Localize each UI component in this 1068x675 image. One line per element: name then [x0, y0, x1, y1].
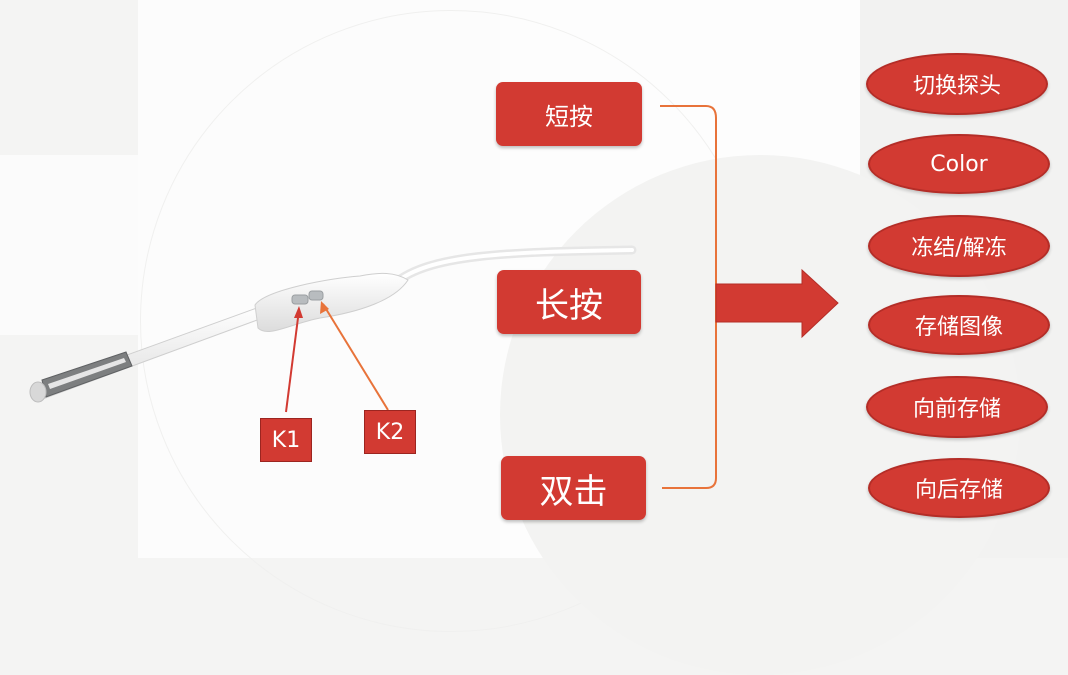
function-color[interactable]: Color [868, 134, 1050, 194]
k1-label: K1 [260, 418, 312, 462]
probe-handle [254, 272, 409, 332]
function-freeze-unfreeze[interactable]: 冻结/解冻 [868, 215, 1050, 277]
background-panel-left [0, 155, 138, 335]
short-press-button[interactable]: 短按 [496, 82, 642, 146]
function-switch-probe[interactable]: 切换探头 [866, 53, 1048, 115]
function-save-backward[interactable]: 向后存储 [868, 458, 1050, 518]
k2-label: K2 [364, 410, 416, 454]
function-save-image[interactable]: 存储图像 [868, 295, 1050, 355]
action-bracket [660, 105, 717, 489]
diagram-drawing [29, 105, 839, 489]
probe-button-k1 [291, 294, 309, 305]
double-click-button[interactable]: 双击 [501, 456, 646, 520]
long-press-button[interactable]: 长按 [497, 270, 641, 334]
probe-button-k2 [308, 290, 324, 301]
function-save-forward[interactable]: 向前存储 [866, 376, 1048, 438]
k2-pointer-line [322, 303, 389, 411]
result-arrow [715, 268, 839, 339]
k1-pointer-line [285, 309, 300, 413]
